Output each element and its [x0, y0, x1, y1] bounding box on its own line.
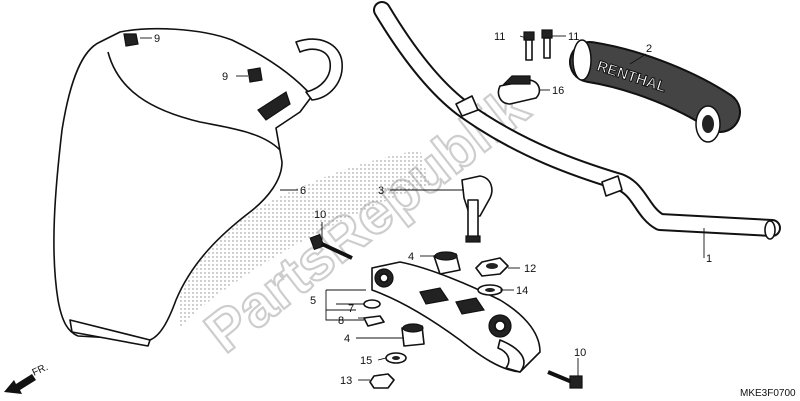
callout-11-left: 11: [494, 31, 505, 43]
callout-2: 2: [646, 43, 652, 55]
plate-mounting-band: [295, 38, 343, 101]
front-direction-indicator: FR.: [4, 362, 50, 394]
callout-5: 5: [310, 295, 316, 307]
callout-12: 12: [524, 263, 536, 275]
nut-13: [369, 373, 395, 389]
upper-holder: [497, 75, 541, 105]
callout-11-right: 11: [568, 31, 579, 43]
bolt-10-upper: [309, 233, 353, 260]
callout-9-middle: 9: [222, 71, 228, 83]
callout-13: 13: [340, 375, 352, 387]
handlebar: [373, 1, 781, 240]
leader-lines: [140, 35, 705, 381]
callout-16: 16: [552, 85, 564, 97]
callout-4-upper: 4: [408, 251, 414, 263]
bolt-9-middle: [247, 67, 263, 83]
callout-14: 14: [516, 285, 528, 297]
callout-10-lower: 10: [574, 347, 586, 359]
nut-12: [475, 257, 509, 277]
callout-6: 6: [300, 185, 306, 197]
bushing-4-lower: [401, 323, 425, 347]
handlebar-grip: RENTHAL: [569, 39, 741, 143]
bolt-9-top: [123, 33, 139, 47]
callout-15: 15: [360, 355, 372, 367]
collar-7: [363, 299, 381, 309]
washer-8: [363, 315, 385, 327]
bolt-10-lower: [547, 370, 583, 389]
diagram-code: MKE3F0700: [740, 388, 796, 399]
callout-9-top: 9: [154, 33, 160, 45]
bolt-11-left: [523, 31, 535, 61]
top-bridge: [371, 261, 541, 373]
callout-8: 8: [338, 315, 344, 327]
number-plate: [53, 27, 430, 347]
callout-10-upper: 10: [314, 209, 326, 221]
callout-3: 3: [378, 185, 384, 197]
bolt-11-right: [541, 29, 553, 59]
lower-holder: [461, 175, 493, 243]
callout-1: 1: [706, 253, 712, 265]
washer-15: [385, 352, 407, 364]
arrow-down-left-icon: [4, 374, 36, 394]
callout-7: 7: [348, 303, 354, 315]
bushing-4-upper: [433, 251, 461, 275]
direction-label: FR.: [31, 362, 50, 379]
washer-14: [477, 284, 503, 296]
callout-4-lower: 4: [344, 333, 350, 345]
